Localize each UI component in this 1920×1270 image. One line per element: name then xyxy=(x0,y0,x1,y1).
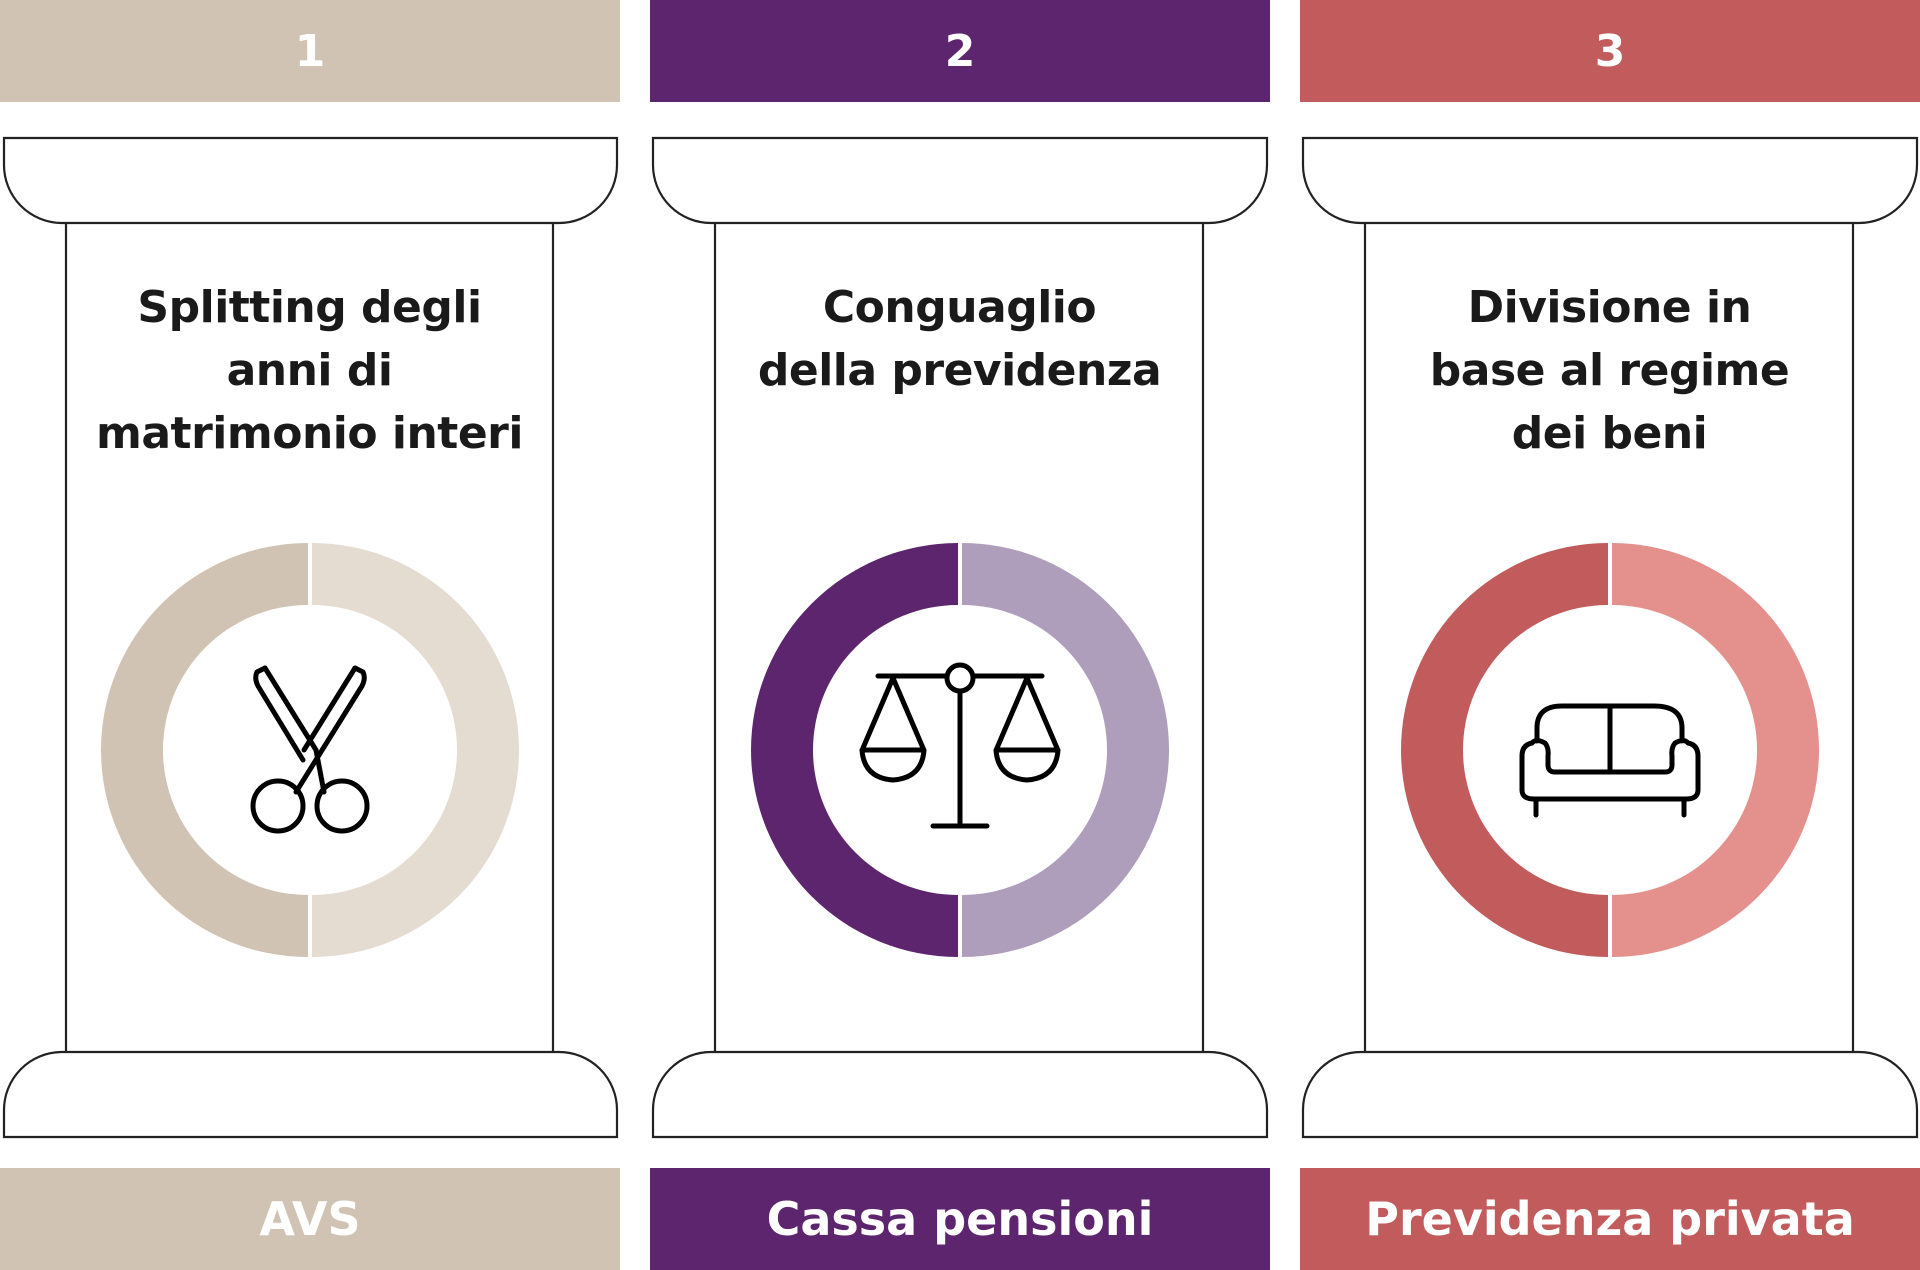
pillar-3: 3 Divisione in base al regime dei beni P… xyxy=(1300,0,1920,1270)
donut-chart xyxy=(751,543,1169,957)
donut-chart xyxy=(101,543,519,957)
sofa-icon xyxy=(1519,703,1701,818)
pillar-number-bar: 1 xyxy=(0,0,620,102)
pillar-number: 2 xyxy=(944,25,976,77)
pillar-number: 3 xyxy=(1594,25,1626,77)
scissors-icon xyxy=(250,665,370,834)
pillar-label: Cassa pensioni xyxy=(766,1192,1154,1246)
pillar-label-bar: AVS xyxy=(0,1168,620,1270)
pillar-label: AVS xyxy=(259,1192,361,1246)
pillar-frame xyxy=(2,136,619,1139)
scales-icon xyxy=(859,662,1061,829)
pillar-title: Divisione in base al regime dei beni xyxy=(1429,282,1790,459)
donut-chart xyxy=(1401,543,1819,957)
pillar-frame xyxy=(1301,136,1919,1139)
pillar-frame xyxy=(651,136,1269,1139)
pillar-number: 1 xyxy=(294,25,326,77)
pillar-number-bar: 3 xyxy=(1300,0,1920,102)
pillar-title: Splitting degli anni di matrimonio inter… xyxy=(96,282,523,459)
pillar-label-bar: Cassa pensioni xyxy=(650,1168,1270,1270)
pillar-label-bar: Previdenza privata xyxy=(1300,1168,1920,1270)
pillar-label: Previdenza privata xyxy=(1365,1192,1855,1246)
pillar-2: 2 Conguaglio della previdenza Cassa pens… xyxy=(650,0,1270,1270)
pillar-title: Conguaglio della previdenza xyxy=(757,282,1162,396)
pillar-1: 1 Splitting degli anni di matrimonio int… xyxy=(0,0,620,1270)
pillar-number-bar: 2 xyxy=(650,0,1270,102)
